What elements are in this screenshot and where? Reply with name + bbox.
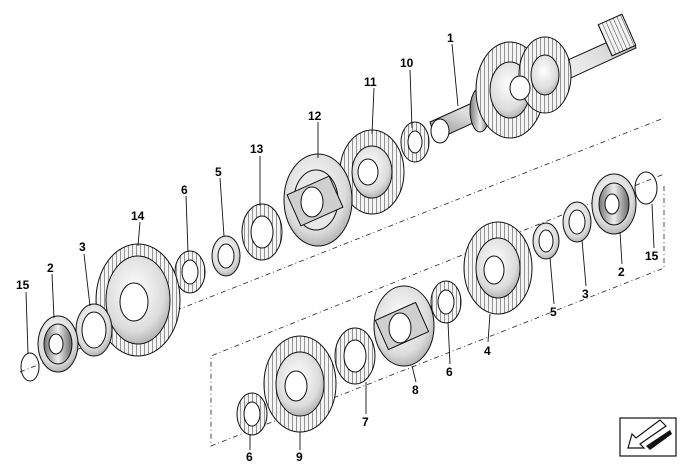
needle-bearing-6-upper xyxy=(174,250,206,294)
ring-5-upper xyxy=(211,235,241,277)
needle-bearing-6-lower xyxy=(236,392,268,436)
callout-labels: 1 10 11 12 13 5 6 14 3 2 15 15 2 3 5 4 6… xyxy=(16,31,659,464)
snap-ring-15-left xyxy=(20,352,40,382)
callout-15-right: 15 xyxy=(645,249,659,263)
callout-11: 11 xyxy=(364,75,377,89)
assembly-outline xyxy=(19,117,665,447)
ring-5-lower xyxy=(532,222,560,260)
synchro-hub-12 xyxy=(283,153,353,247)
main-shaft xyxy=(429,13,637,144)
callout-3-left: 3 xyxy=(79,240,86,254)
callout-3-right: 3 xyxy=(582,287,589,301)
ball-bearing-2-left xyxy=(37,315,79,373)
synchro-hub-8 xyxy=(373,285,435,367)
callout-6-middle: 6 xyxy=(446,365,453,379)
callout-5-upper: 5 xyxy=(215,165,222,179)
callout-8: 8 xyxy=(412,383,419,397)
callout-5-lower: 5 xyxy=(550,305,557,319)
callout-9: 9 xyxy=(296,450,303,461)
callout-7: 7 xyxy=(362,415,369,429)
washer-3-right xyxy=(562,201,592,243)
large-gear-14 xyxy=(95,243,181,357)
arrow-down-left-icon[interactable] xyxy=(619,417,677,457)
gear-11 xyxy=(339,129,405,215)
washer-3-left xyxy=(75,303,113,357)
gear-9 xyxy=(263,335,337,433)
callout-14: 14 xyxy=(131,209,145,223)
callout-4: 4 xyxy=(484,344,491,358)
sleeve-7 xyxy=(334,327,376,385)
callout-15-left: 15 xyxy=(16,278,30,292)
needle-bearing-10 xyxy=(400,121,430,163)
callout-1: 1 xyxy=(447,31,454,45)
callout-12: 12 xyxy=(308,109,322,123)
callout-2-left: 2 xyxy=(47,261,54,275)
callout-6-lower: 6 xyxy=(246,450,253,461)
gear-4 xyxy=(463,221,533,315)
sleeve-13 xyxy=(241,203,283,261)
leader-lines xyxy=(25,43,655,450)
callout-13: 13 xyxy=(250,142,264,156)
callout-10: 10 xyxy=(400,56,414,70)
ball-bearing-2-right xyxy=(591,173,637,235)
snap-ring-15-right xyxy=(634,171,658,205)
needle-bearing-6-middle xyxy=(430,280,462,324)
callout-2-right: 2 xyxy=(618,265,625,279)
callout-6-upper: 6 xyxy=(181,183,188,197)
